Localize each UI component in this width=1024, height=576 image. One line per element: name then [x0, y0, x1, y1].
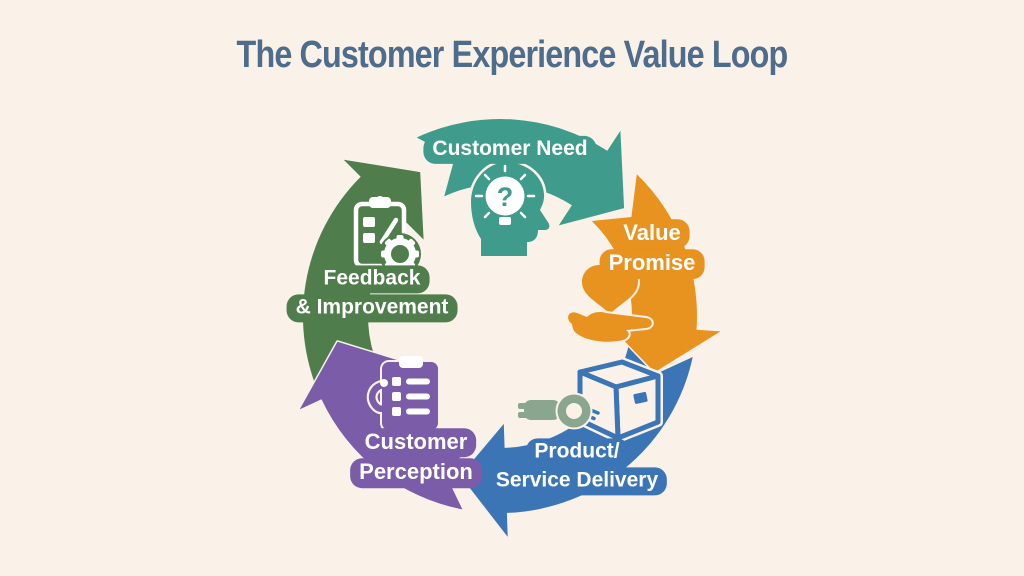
page-title-text: The Customer Experience Value Loop: [236, 34, 789, 76]
label-customer-need: Customer Need: [423, 135, 597, 165]
label-line: Value: [614, 219, 690, 249]
clipboard-gear-icon: [353, 196, 421, 275]
label-line: & Improvement: [286, 294, 458, 323]
label-line: Product/: [525, 438, 629, 467]
label-line: Promise: [599, 249, 705, 279]
label-line: Service Delivery: [486, 467, 668, 496]
label-line: Customer Need: [423, 135, 597, 165]
survey-clipboard-icon: [366, 356, 440, 432]
question-mark-glyph: ?: [497, 182, 514, 212]
label-line: Customer: [355, 428, 477, 458]
label-value-promise: Value Promise: [599, 219, 705, 279]
package-box-key-icon: [518, 357, 663, 443]
label-customer-perception: Customer Perception: [350, 428, 482, 488]
label-line: Feedback: [314, 265, 430, 294]
title-row: The Customer Experience Value Loop: [0, 34, 1024, 77]
page-title: The Customer Experience Value Loop: [77, 34, 947, 77]
head-lightbulb-icon: ?: [468, 159, 552, 259]
label-line: Perception: [350, 458, 482, 488]
hook-icon: [369, 381, 391, 412]
label-feedback-improvement: Feedback & Improvement: [286, 265, 458, 323]
key-icon: [518, 392, 593, 430]
label-product-service-delivery: Product/ Service Delivery: [486, 438, 668, 496]
